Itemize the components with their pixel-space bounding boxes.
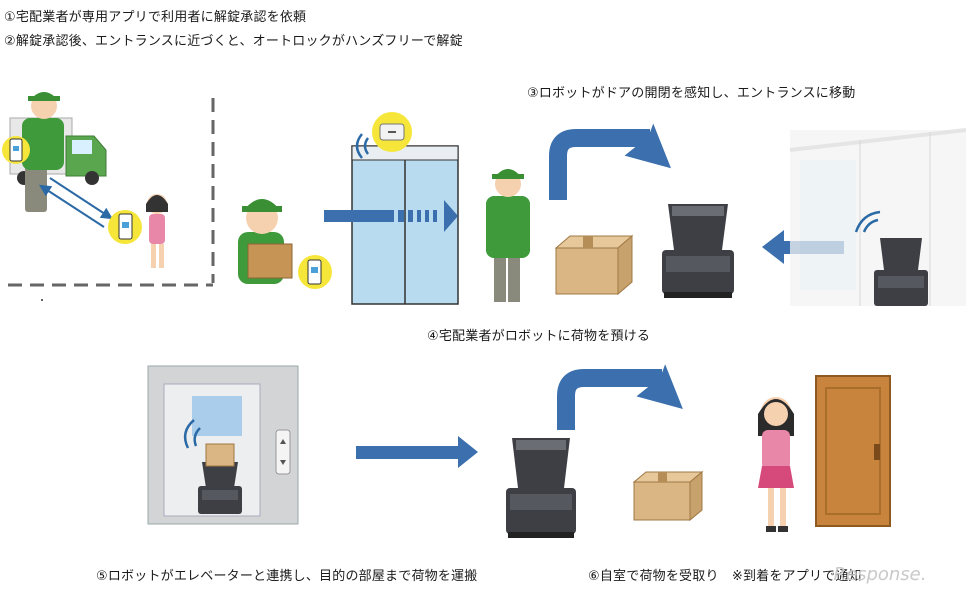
move-arrow [324,200,458,232]
step5-caption: ⑤ロボットがエレベーターと連携し、目的の部屋まで荷物を運搬 [96,569,478,584]
step1-caption: ①宅配業者が専用アプリで利用者に解錠承認を依頼 [4,10,307,25]
delivery-robot-icon [854,210,928,306]
scene6-receive [506,364,891,538]
watermark: Response. [834,564,927,585]
step2-caption: ②解錠承認後、エントランスに近づくと、オートロックがハンズフリーで解錠 [4,34,463,49]
room-door-icon [815,375,891,527]
smartphone-icon [298,255,332,289]
wireless-signal-icon [355,133,370,159]
curved-arrow [557,364,683,430]
smartphone-icon [2,136,30,164]
courier-icon [486,169,530,302]
cardboard-box-icon [632,470,704,522]
scene1-entrance-outside [2,92,215,301]
smartphone-icon [108,210,142,244]
wireless-signal-icon [183,419,201,449]
courier-icon [22,92,64,212]
dashed-boundary [8,98,215,287]
move-arrow [356,436,478,468]
lobby-backdrop [789,128,967,306]
step6-caption: ⑥自室で荷物を受取り ※到着をアプリで通知 [588,569,862,584]
step4-caption: ④宅配業者がロボットに荷物を預ける [427,329,651,344]
woman-icon [146,194,168,268]
woman-icon [758,397,794,532]
curved-arrow [549,123,672,200]
cardboard-box-icon [554,234,634,296]
elevator-icon [147,365,299,525]
scene4-handover [486,123,844,302]
scene2-auto-door [238,112,459,305]
step3-caption: ③ロボットがドアの開閉を感知し、エントランスに移動 [527,86,856,101]
delivery-robot-icon [506,438,576,538]
courier-icon [238,199,293,284]
delivery-robot-icon [198,462,242,514]
cardboard-box-icon [205,443,235,467]
wireless-signal-icon [854,210,881,233]
delivery-robot-icon [662,204,734,298]
auto-door-icon [351,112,459,305]
